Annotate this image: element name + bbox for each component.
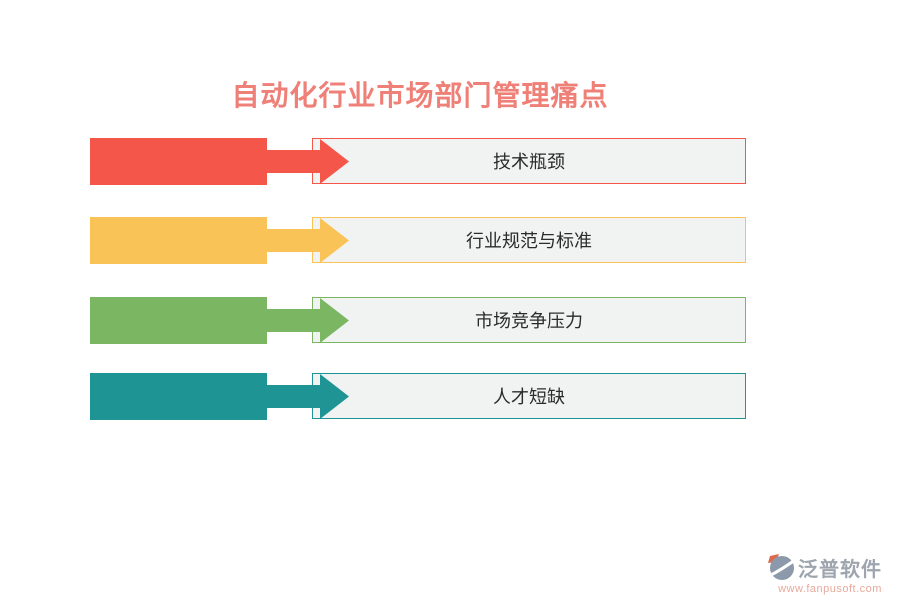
- right-arrow-icon: [90, 138, 349, 185]
- pain-point-row: 市场竞争压力: [90, 297, 747, 344]
- pain-point-row: 人才短缺: [90, 373, 747, 420]
- pain-point-row: 技术瓶颈: [90, 138, 747, 185]
- watermark-brand: 泛普软件: [798, 559, 882, 581]
- watermark-url: www.fanpusoft.com: [778, 583, 882, 595]
- pain-point-label: 行业规范与标准: [466, 231, 592, 251]
- right-arrow-icon: [90, 217, 349, 264]
- pain-point-box: 人才短缺: [312, 373, 746, 419]
- right-arrow-icon: [90, 297, 349, 344]
- pain-point-box: 行业规范与标准: [312, 217, 746, 263]
- page-title: 自动化行业市场部门管理痛点: [231, 81, 609, 112]
- pain-point-box: 市场竞争压力: [312, 297, 746, 343]
- fanpu-logo-icon: [768, 554, 796, 580]
- pain-point-box: 技术瓶颈: [312, 138, 746, 184]
- pain-point-label: 技术瓶颈: [493, 152, 565, 172]
- pain-point-row: 行业规范与标准: [90, 217, 747, 264]
- pain-point-label: 市场竞争压力: [475, 311, 583, 331]
- right-arrow-icon: [90, 373, 349, 420]
- pain-point-label: 人才短缺: [493, 387, 565, 407]
- watermark: 泛普软件 www.fanpusoft.com: [766, 553, 894, 595]
